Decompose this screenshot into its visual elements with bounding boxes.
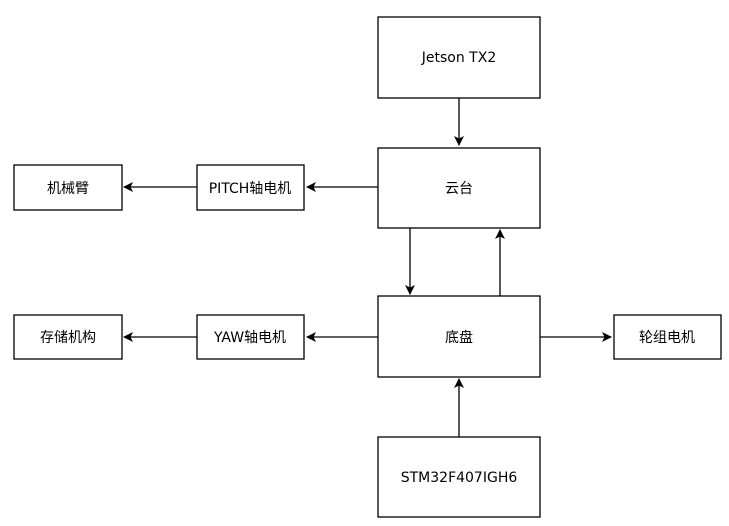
nodes: [13, 16, 722, 518]
chassis-box: [377, 295, 541, 378]
wheel-motor-label: 轮组电机: [639, 330, 695, 346]
pitch-motor-box: [196, 164, 305, 211]
robot-arm-label: 机械臂: [47, 181, 89, 197]
yaw-motor-label: YAW轴电机: [213, 330, 286, 346]
jetson-box: [377, 16, 541, 99]
pitch-motor-label: PITCH轴电机: [209, 181, 292, 197]
gimbal-label: 云台: [445, 181, 473, 197]
node-labels: Jetson TX2 云台 PITCH轴电机 机械臂 底盘 YAW轴电机 存储机…: [40, 50, 695, 486]
mcu-box: [377, 436, 541, 518]
chassis-label: 底盘: [445, 329, 473, 346]
gimbal-box: [377, 147, 541, 229]
mcu-label: STM32F407IGH6: [401, 470, 518, 486]
jetson-label: Jetson TX2: [421, 50, 496, 66]
robot-arm-box: [13, 164, 123, 211]
connectors: [123, 98, 612, 437]
wheel-motor-box: [613, 314, 722, 360]
storage-label: 存储机构: [40, 330, 96, 346]
yaw-motor-box: [196, 314, 305, 360]
storage-box: [13, 314, 123, 360]
